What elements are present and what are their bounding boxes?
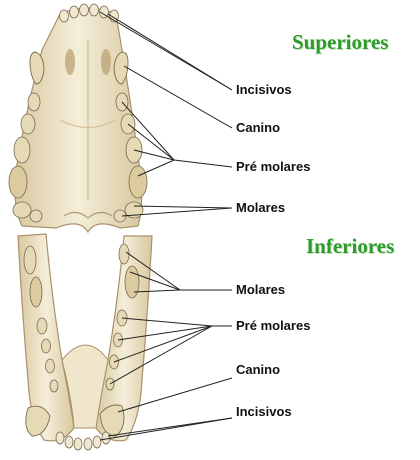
label-upper-premolars: Pré molares xyxy=(236,159,310,174)
heading-lower: Inferiores xyxy=(306,234,394,259)
label-lower-premolars: Pré molares xyxy=(236,318,310,333)
palatine-fissure-left xyxy=(65,49,75,75)
label-upper-molars: Molares xyxy=(236,200,285,215)
label-upper-canine: Canino xyxy=(236,120,280,135)
palatine-fissure-right xyxy=(101,49,111,75)
label-lower-incisors: Incisivos xyxy=(236,404,292,419)
label-lower-canine: Canino xyxy=(236,362,280,377)
lower-jaw xyxy=(18,234,152,450)
leader-upper-canine xyxy=(124,66,232,128)
leader-upper-molar-1 xyxy=(134,206,232,208)
leader-upper-premolar-4 xyxy=(138,160,174,176)
upper-jaw xyxy=(9,4,147,232)
label-upper-incisors: Incisivos xyxy=(236,82,292,97)
leader-upper-premolar-main xyxy=(174,160,232,167)
heading-upper: Superiores xyxy=(292,30,388,55)
label-lower-molars: Molares xyxy=(236,282,285,297)
